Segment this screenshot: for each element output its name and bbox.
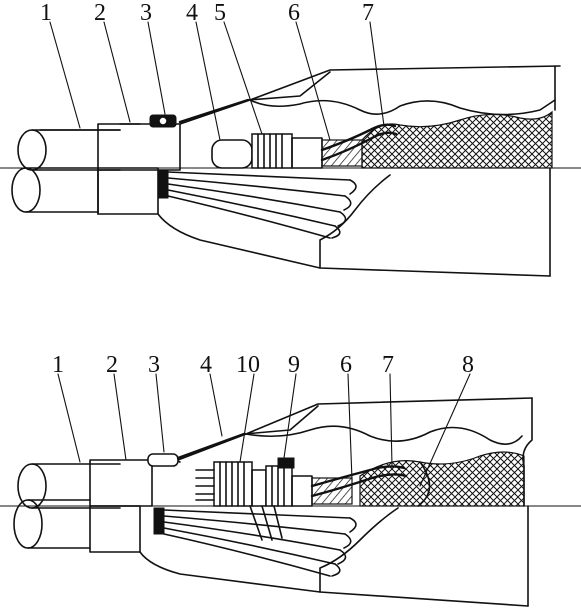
labels-top: 1 2 3 4 5 6 7 <box>40 0 374 26</box>
label-2: 2 <box>94 0 106 26</box>
label-1: 1 <box>40 0 52 26</box>
label-1: 1 <box>52 352 64 378</box>
outer-jacket <box>417 461 431 507</box>
connector <box>265 457 313 507</box>
label-7: 7 <box>382 352 394 378</box>
conductor-fan <box>157 169 357 239</box>
braided-sheath <box>361 110 553 169</box>
label-7: 7 <box>362 0 374 26</box>
label-4: 4 <box>186 0 198 26</box>
cable <box>11 129 121 213</box>
bolt <box>149 114 177 128</box>
labels-bottom: 1 2 3 4 10 9 6 7 8 <box>52 352 474 378</box>
braided-sheath <box>359 451 525 507</box>
label-6: 6 <box>340 352 352 378</box>
figure-bottom: 1 2 3 4 10 9 6 7 8 <box>0 352 581 607</box>
cable <box>13 463 121 549</box>
insulation <box>311 477 353 505</box>
conductor-fan <box>153 505 357 577</box>
label-3: 3 <box>148 352 160 378</box>
label-5: 5 <box>214 0 226 26</box>
label-10: 10 <box>236 352 260 378</box>
label-2: 2 <box>106 352 118 378</box>
leader-lines <box>57 373 471 487</box>
label-3: 3 <box>140 0 152 26</box>
label-9: 9 <box>288 352 300 378</box>
clamp <box>97 123 181 215</box>
bolt <box>147 453 179 467</box>
label-4: 4 <box>200 352 212 378</box>
leader-lines <box>49 21 385 141</box>
terminal-block <box>195 461 267 507</box>
label-8: 8 <box>462 352 474 378</box>
connector-body <box>211 133 363 169</box>
label-6: 6 <box>288 0 300 26</box>
figure-top: 1 2 3 4 5 6 7 <box>0 0 581 277</box>
